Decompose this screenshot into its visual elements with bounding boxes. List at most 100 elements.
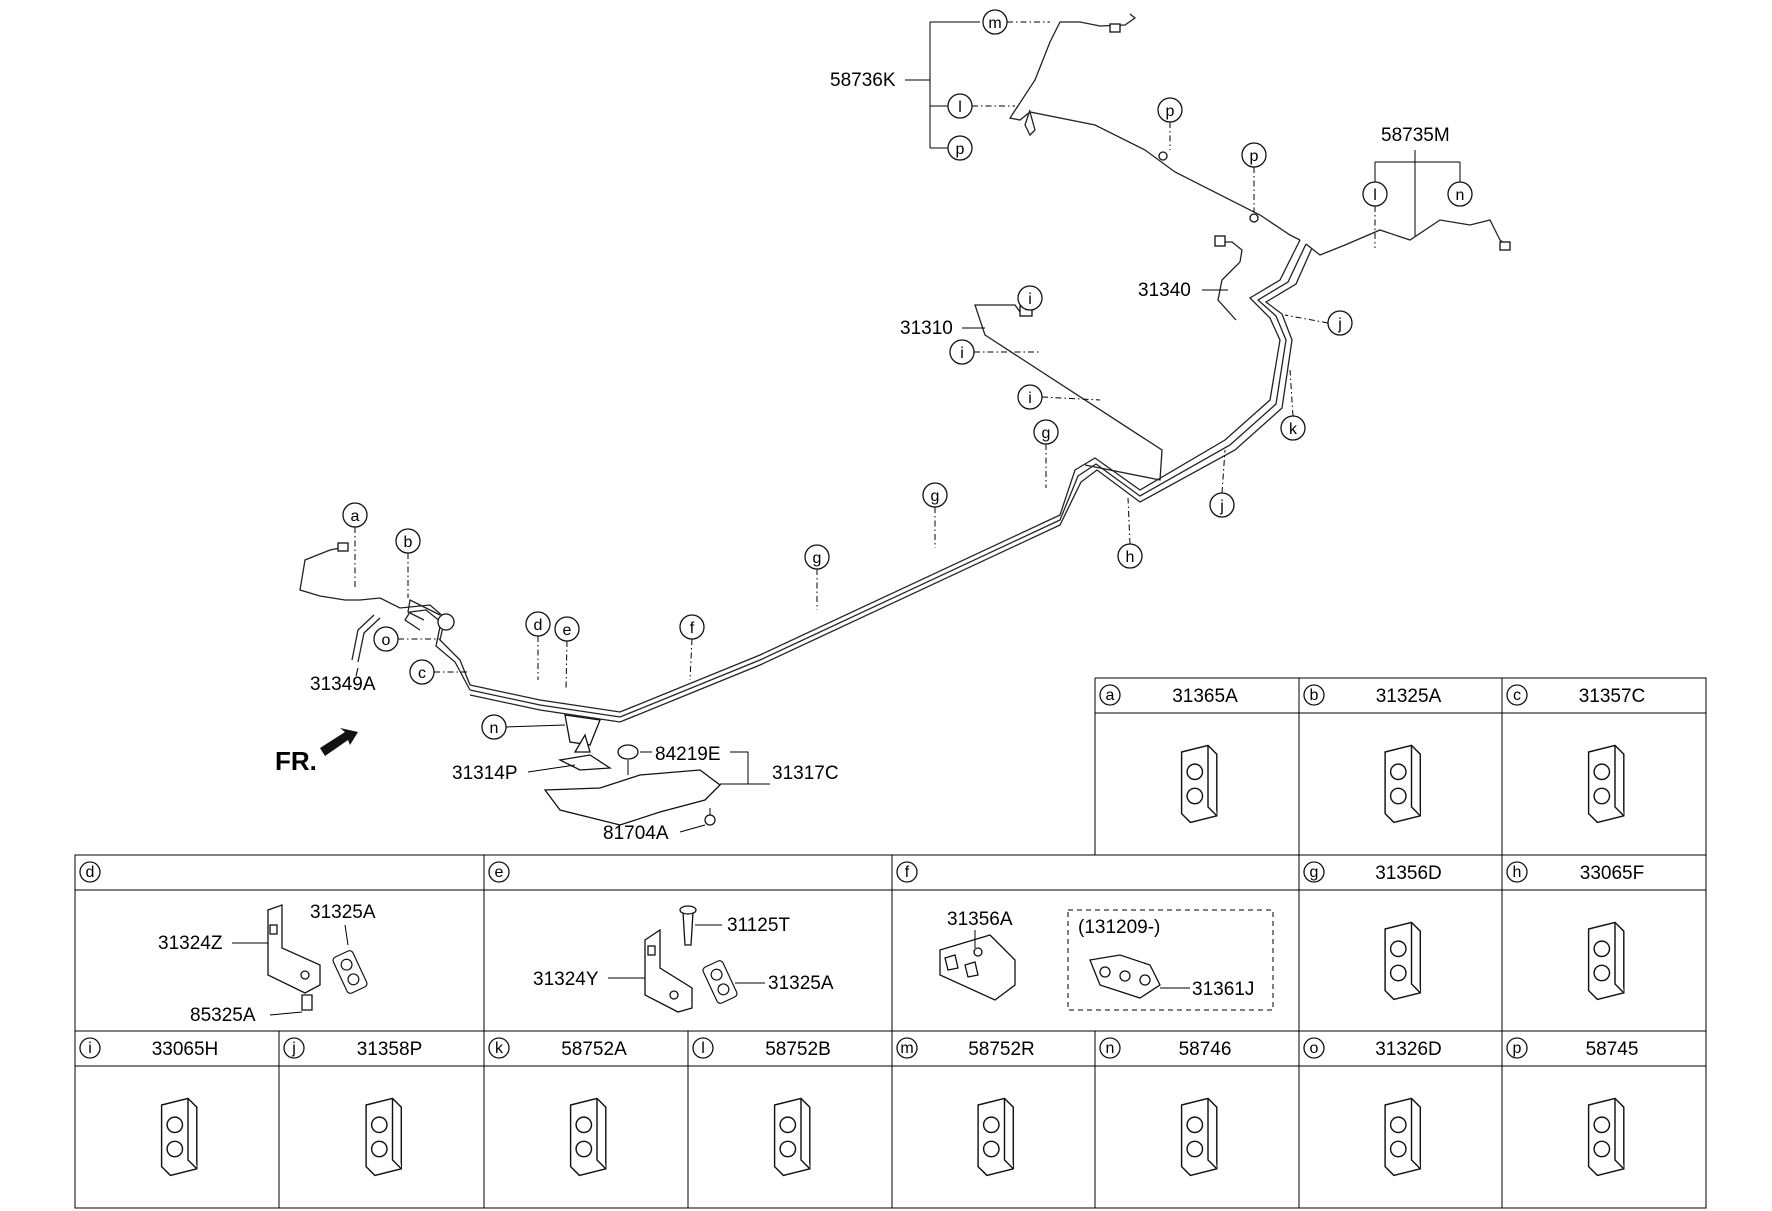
detail-f-clip-label: 31356A bbox=[947, 909, 1013, 930]
detail-d-clip-label: 31325A bbox=[310, 902, 376, 923]
callout-31340: 31340 bbox=[1138, 280, 1191, 301]
table-cell-l: l 58752B bbox=[692, 1037, 831, 1177]
detail-e-clip-label: 31325A bbox=[768, 973, 834, 994]
svg-text:l: l bbox=[958, 99, 962, 116]
callout-bubble-p-right: p bbox=[1241, 142, 1267, 168]
table-cell-j: j 31358P bbox=[283, 1037, 423, 1177]
callout-bubble-e: e bbox=[554, 616, 580, 642]
table-cell-letter: i bbox=[88, 1040, 92, 1057]
callout-bubble-g-2: g bbox=[922, 482, 948, 508]
front-label: FR. bbox=[275, 746, 317, 776]
table-cell-letter: o bbox=[1310, 1040, 1319, 1057]
table-cell-part-number: 33065H bbox=[152, 1039, 219, 1060]
table-cell-part-number: 33065F bbox=[1580, 863, 1644, 884]
svg-text:a: a bbox=[351, 508, 360, 525]
callout-bubble-n-right: n bbox=[1447, 181, 1473, 207]
protector-assembly bbox=[543, 744, 721, 826]
svg-text:m: m bbox=[988, 15, 1001, 32]
table-cell-letter-bubble bbox=[488, 1037, 510, 1059]
callout-bubble-i-upper: i bbox=[949, 339, 975, 365]
svg-text:g: g bbox=[931, 488, 940, 505]
table-cell-part-illustration bbox=[977, 1097, 1015, 1177]
detail-f: 31356A (131209-) 31361J bbox=[939, 909, 1274, 1011]
callout-bubble-b: b bbox=[395, 528, 421, 554]
table-cell-part-number: 58752B bbox=[765, 1039, 831, 1060]
svg-text:p: p bbox=[1166, 103, 1175, 120]
table-cell-letter: h bbox=[1513, 864, 1522, 881]
table-cell-part-illustration bbox=[1587, 921, 1625, 1001]
detail-d: 31324Z 31325A 85325A bbox=[158, 902, 376, 1026]
table-cell-part-illustration bbox=[773, 1097, 811, 1177]
table-cell-letter-bubble bbox=[1506, 1037, 1528, 1059]
table-cell-letter: e bbox=[495, 864, 504, 881]
svg-text:p: p bbox=[1250, 148, 1259, 165]
table-cell-i: i 33065H bbox=[79, 1037, 219, 1177]
callout-bubble-a: a bbox=[342, 502, 368, 528]
detail-d-bolt-label: 85325A bbox=[190, 1005, 256, 1026]
table-cell-letter-bubble bbox=[1506, 684, 1528, 706]
svg-text:f: f bbox=[690, 620, 695, 637]
table-cell-part-illustration bbox=[365, 1097, 403, 1177]
table-cell-letter: a bbox=[1106, 687, 1115, 704]
table-cell-letter: m bbox=[900, 1040, 913, 1057]
detail-f-date-note: (131209-) bbox=[1078, 917, 1160, 938]
table-cell-letter: p bbox=[1513, 1040, 1522, 1057]
table-cell-f: f bbox=[896, 861, 918, 883]
table-cell-part-number: 31357C bbox=[1579, 686, 1646, 707]
table-cell-letter: l bbox=[701, 1040, 705, 1057]
table-cell-letter-bubble bbox=[896, 1037, 918, 1059]
detail-d-bracket-label: 31324Z bbox=[158, 933, 223, 954]
table-cell-letter: j bbox=[291, 1040, 296, 1057]
table-cell-letter: g bbox=[1310, 864, 1319, 881]
table-cell-letter: b bbox=[1310, 687, 1319, 704]
assembly-callouts: 58736K 58735M 31340 31310 31349A 31314P … bbox=[310, 21, 1461, 844]
callout-31310: 31310 bbox=[900, 318, 953, 339]
svg-text:k: k bbox=[1289, 421, 1298, 438]
callout-bubble-h: h bbox=[1117, 543, 1143, 569]
table-cell-part-illustration bbox=[1384, 921, 1422, 1001]
callout-31349A: 31349A bbox=[310, 674, 376, 695]
detail-f-alt-clip-label: 31361J bbox=[1192, 979, 1254, 1000]
callout-bubble-n: n bbox=[481, 714, 507, 740]
table-cell-g: g 31356D bbox=[1303, 861, 1442, 1001]
callout-84219E: 84219E bbox=[655, 744, 721, 765]
table-cell-part-illustration bbox=[1587, 1097, 1625, 1177]
table-cell-letter-bubble bbox=[1303, 861, 1325, 883]
letter-callouts: m l p p p l n j k j h i i i g g g f d bbox=[342, 9, 1473, 740]
svg-text:p: p bbox=[956, 141, 965, 158]
detail-e-bracket-label: 31324Y bbox=[533, 969, 599, 990]
svg-text:e: e bbox=[563, 622, 572, 639]
table-cell-part-illustration bbox=[160, 1097, 198, 1177]
callout-81704A: 81704A bbox=[603, 823, 669, 844]
svg-text:h: h bbox=[1126, 549, 1135, 566]
table-cell-letter-bubble bbox=[283, 1037, 305, 1059]
table-cell-letter: n bbox=[1106, 1040, 1115, 1057]
table-cell-letter-bubble bbox=[896, 861, 918, 883]
svg-text:j: j bbox=[1219, 498, 1224, 515]
table-cell-part-number: 58752R bbox=[968, 1039, 1035, 1060]
table-cell-m: m 58752R bbox=[896, 1037, 1035, 1177]
callout-bubble-j-upper: j bbox=[1327, 310, 1353, 336]
table-cell-part-illustration bbox=[1384, 744, 1422, 824]
svg-text:g: g bbox=[1042, 425, 1051, 442]
table-cell-letter-bubble bbox=[488, 861, 510, 883]
callout-bubble-d: d bbox=[525, 611, 551, 637]
callout-bubble-k: k bbox=[1280, 415, 1306, 441]
callout-bubble-m: m bbox=[982, 9, 1008, 35]
svg-text:l: l bbox=[1373, 187, 1377, 204]
svg-text:i: i bbox=[960, 345, 964, 362]
callout-bubble-c: c bbox=[409, 659, 435, 685]
callout-bubble-f: f bbox=[679, 614, 705, 640]
table-cell-e: e bbox=[488, 861, 510, 883]
table-cell-letter-bubble bbox=[1099, 684, 1121, 706]
svg-text:n: n bbox=[490, 720, 499, 737]
table-cell-letter-bubble bbox=[692, 1037, 714, 1059]
table-cell-part-number: 31356D bbox=[1375, 863, 1442, 884]
table-cell-part-number: 31358P bbox=[357, 1039, 423, 1060]
